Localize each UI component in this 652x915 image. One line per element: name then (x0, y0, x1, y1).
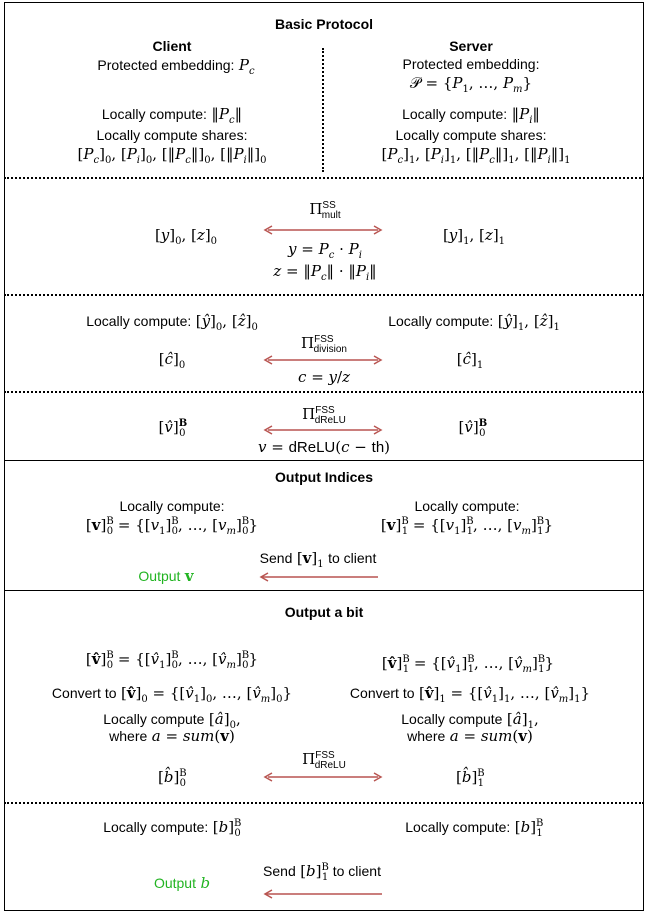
ob-server-expr: [v̂]B1 = {[v̂1]B1, …, [v̂m]B1} (381, 654, 555, 675)
divider-setup (4, 177, 644, 179)
division-arrow (263, 355, 383, 365)
ob-server-final: Locally compute: [b]B1 (405, 818, 544, 839)
ob-server-where: where a = sum(v) (407, 727, 533, 745)
drelu-server-value: [v̂]B0 (458, 418, 488, 439)
divider-mult (4, 294, 644, 296)
server-shares-label: Locally compute shares: (395, 127, 547, 143)
client-shares: [Pc]0, [Pi]0, [‖Pc‖]0, [‖Pi‖]0 (77, 145, 267, 166)
server-embedding-set: 𝒫 = {P1, …, Pm} (409, 74, 533, 95)
divider-output-bit (4, 590, 644, 591)
drelu-client-value: [v̂]B0 (158, 418, 188, 439)
ob-output: Output b (153, 874, 211, 892)
ob-client-where: where a = sum(v) (109, 727, 235, 745)
division-equation: c = y/z (298, 368, 350, 386)
mult-server-values: [y]1, [z]1 (442, 226, 506, 247)
ob-arrow (263, 772, 383, 782)
divider-output-indices (4, 460, 644, 461)
mult-protocol-label: ΠSSmult (309, 200, 341, 221)
ob-client-final: Locally compute: [b]B0 (103, 818, 242, 839)
ob-protocol-label: ΠFSSdReLU (302, 750, 346, 771)
oi-client-label: Locally compute: (119, 498, 225, 514)
oi-send-label: Send [v]1 to client (259, 549, 377, 570)
server-norm: Locally compute: ‖Pi‖ (402, 105, 540, 126)
divider-division (4, 391, 644, 393)
oi-server-label: Locally compute: (414, 498, 520, 514)
ob-server-compute: Locally compute [â]1, (401, 710, 539, 731)
oi-client-expr: [v]B0 = {[v1]B0, …, [vm]B0} (85, 516, 259, 537)
client-server-separator (322, 48, 324, 172)
ob-server-b: [b̂]B1 (455, 768, 485, 789)
ob-client-b: [b̂]B0 (157, 768, 187, 789)
divider-final (4, 802, 644, 804)
oi-output: Output v (138, 567, 194, 585)
oi-send-arrow (259, 572, 378, 582)
ob-client-expr: [v̂]B0 = {[v̂1]B0, …, [v̂m]B0} (85, 650, 259, 671)
ob-send-label: Send [b]B1 to client (263, 862, 381, 883)
ob-send-arrow (263, 889, 382, 899)
mult-equation-z: z = ‖Pc‖ · ‖Pi‖ (273, 262, 377, 283)
server-heading: Server (449, 38, 493, 54)
client-norm: Locally compute: ‖Pc‖ (101, 105, 243, 126)
output-bit-title: Output a bit (284, 604, 364, 620)
output-indices-title: Output Indices (275, 469, 373, 485)
drelu-equation: v = dReLU(c − th) (257, 438, 391, 456)
server-shares: [Pc]1, [Pi]1, [‖Pc‖]1, [‖Pi‖]1 (381, 145, 571, 166)
ob-server-convert: Convert to [v̂]1 = {[v̂1]1, …, [v̂m]1} (349, 684, 591, 705)
division-server-compute: Locally compute: [ŷ]1, [ẑ]1 (388, 312, 560, 333)
division-protocol-label: ΠFSSdivision (301, 334, 347, 355)
client-embedding: Protected embedding: Pc (97, 56, 255, 77)
mult-arrow (263, 225, 383, 235)
protocol-frame (4, 2, 644, 911)
client-heading: Client (152, 38, 192, 54)
drelu-protocol-label: ΠFSSdReLU (302, 405, 346, 426)
ob-client-compute: Locally compute [â]0, (103, 710, 241, 731)
ob-client-convert: Convert to [v̂]0 = {[v̂1]0, …, [v̂m]0} (51, 684, 293, 705)
client-shares-label: Locally compute shares: (96, 127, 248, 143)
mult-client-values: [y]0, [z]0 (154, 226, 218, 247)
oi-server-expr: [v]B1 = {[v1]B1, …, [vm]B1} (380, 516, 554, 537)
server-embedding-label: Protected embedding: (402, 56, 540, 72)
drelu-arrow (263, 425, 383, 435)
division-client-compute: Locally compute: [ŷ]0, [ẑ]0 (86, 312, 258, 333)
division-server-value: [ĉ]1 (456, 350, 484, 371)
division-client-value: [ĉ]0 (158, 350, 186, 371)
mult-equation-y: y = Pc · Pi (288, 240, 362, 261)
page-title: Basic Protocol (274, 16, 374, 32)
